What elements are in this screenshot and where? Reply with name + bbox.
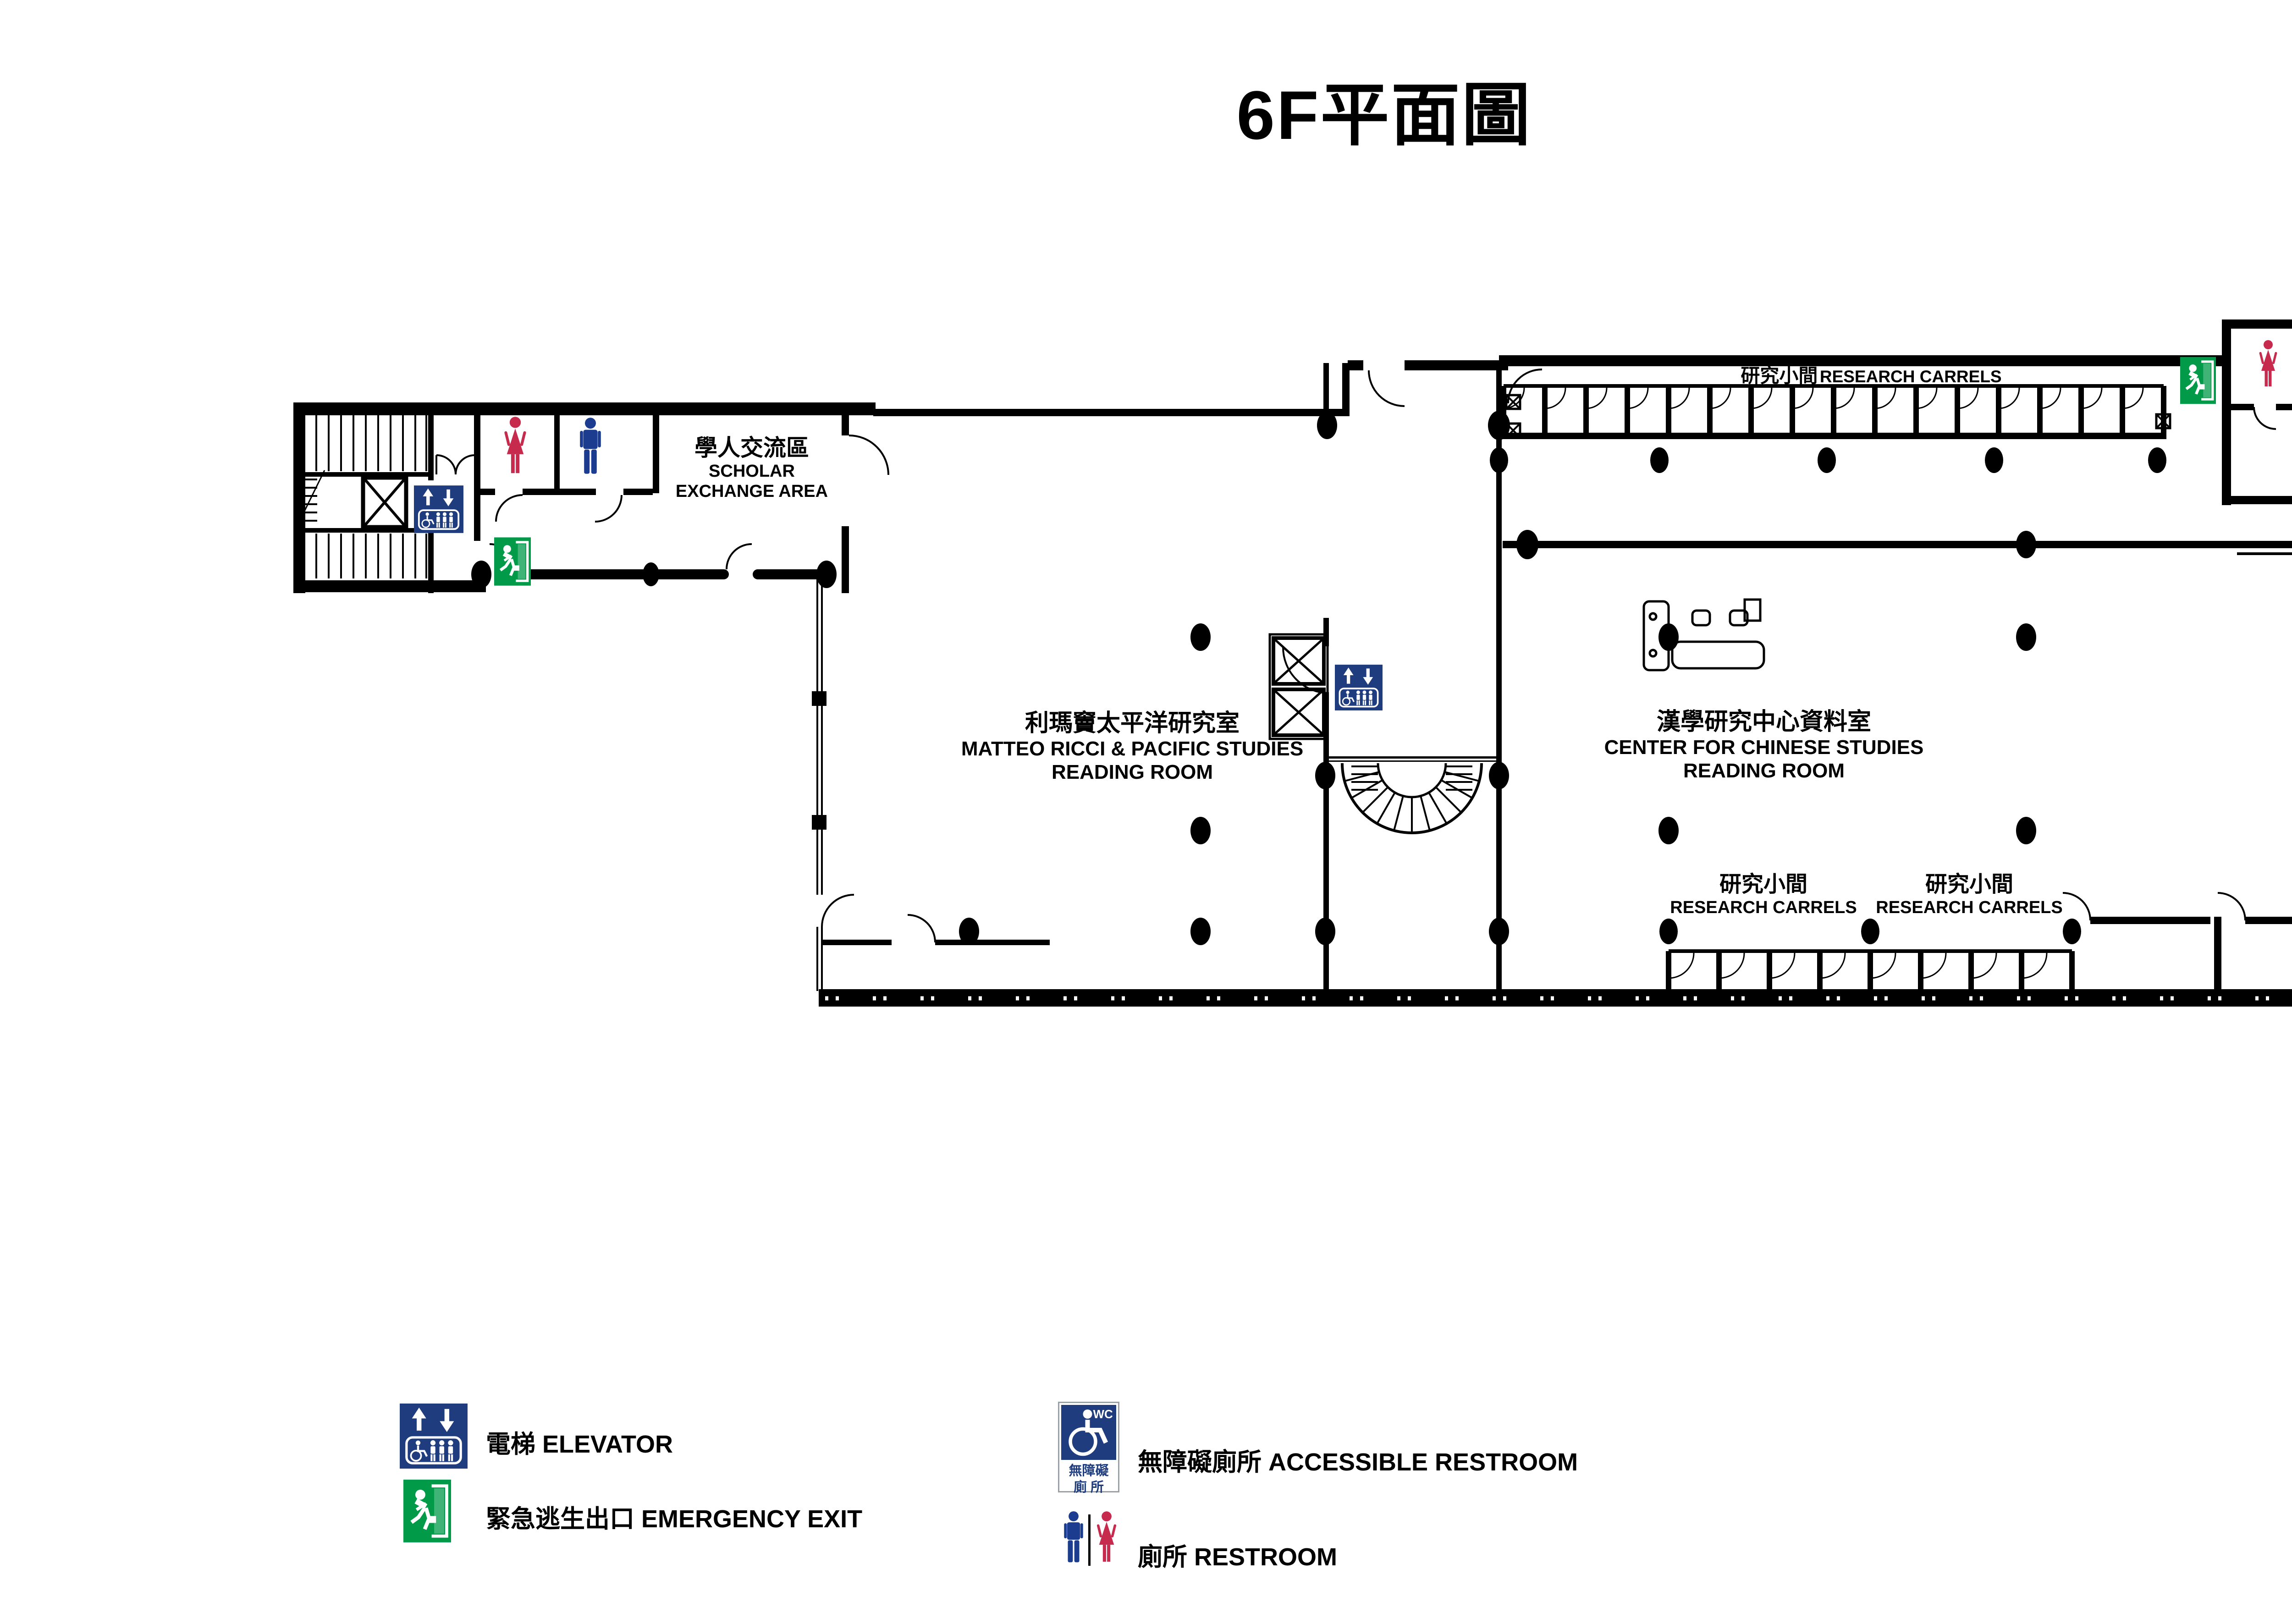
room-label-research-carrels-top: 研究小間 RESEARCH CARRELS xyxy=(1741,365,2002,386)
elevator-sign-icon xyxy=(414,480,463,541)
room-label-research-carrels-bottom-left: 研究小間 RESEARCH CARRELS xyxy=(1670,872,1857,917)
room-label-scholar-exchange: 學人交流區 SCHOLAR EXCHANGE AREA xyxy=(675,435,828,501)
legend-accessible-restroom-label: 無障礙廁所 ACCESSIBLE RESTROOM xyxy=(1138,1448,1578,1476)
female-restroom-icon xyxy=(1096,1511,1117,1562)
elevator-shafts xyxy=(361,394,2171,740)
legend-emergency-exit-label: 緊急逃生出口 EMERGENCY EXIT xyxy=(486,1505,863,1533)
legend-elevator-icon xyxy=(400,1404,468,1471)
room-label-matteo-ricci: 利瑪竇太平洋研究室 MATTEO RICCI & PACIFIC STUDIES… xyxy=(961,710,1304,784)
room-label-chinese-studies: 漢學研究中心資料室 CENTER FOR CHINESE STUDIES REA… xyxy=(1604,709,1924,782)
accessible-sign-text: 無障礙廁 所 xyxy=(1069,1464,1109,1495)
emergency-exit-icon xyxy=(2180,356,2216,407)
restroom-divider xyxy=(1088,1514,1091,1566)
emergency-exit-icon xyxy=(494,537,531,588)
elevator-sign-icon xyxy=(1335,665,1383,713)
male-restroom-icon xyxy=(579,417,601,480)
legend-restroom-label: 廁所 RESTROOM xyxy=(1138,1543,1338,1571)
carrel-partitions xyxy=(1501,386,2166,990)
room-label-research-carrels-bottom-right: 研究小間 RESEARCH CARRELS xyxy=(1876,872,2063,917)
service-desk xyxy=(1642,598,1765,672)
female-restroom-icon xyxy=(2258,338,2279,394)
columns xyxy=(471,411,2166,945)
wc-label: WC xyxy=(1093,1407,1113,1421)
male-restroom-icon xyxy=(1064,1511,1083,1563)
spiral-stair xyxy=(1341,763,1483,834)
legend-restroom-icon xyxy=(1063,1511,1118,1566)
legend-elevator-label: 電梯 ELEVATOR xyxy=(486,1431,673,1458)
walls xyxy=(293,319,2292,1007)
page-title: 6F平面圖 xyxy=(1236,77,1532,154)
legend-emergency-exit-icon xyxy=(403,1480,451,1545)
stairwell-treads xyxy=(295,411,427,578)
legend-accessible-restroom-icon: WC 無障礙廁 所 xyxy=(1058,1402,1119,1495)
female-restroom-icon xyxy=(502,415,528,481)
